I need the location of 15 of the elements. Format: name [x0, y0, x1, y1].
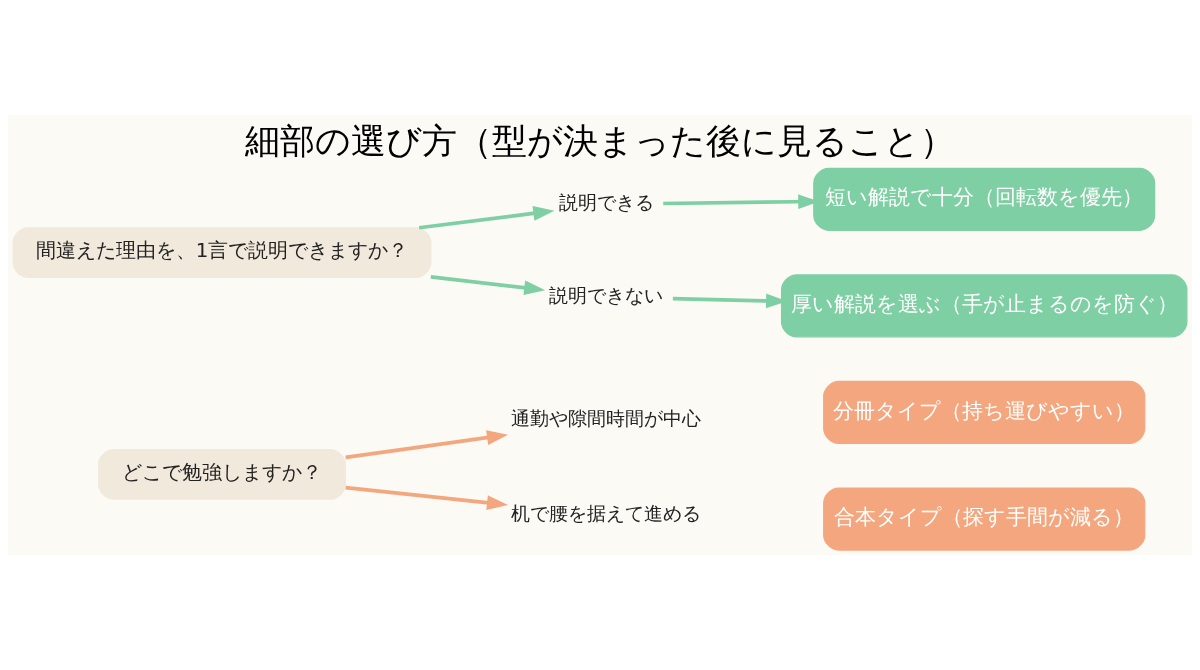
arrow: [430, 275, 546, 296]
node-box: 短い解説で十分（回転数を優先）: [813, 167, 1156, 231]
node-text: 説明できない: [549, 284, 664, 306]
node-box: 分冊タイプ（持ち運びやすい）: [823, 380, 1146, 445]
arrow: [345, 430, 509, 460]
node-text: 机で腰を据えて進める: [511, 502, 702, 524]
node-box: どこで勉強しますか？: [98, 449, 346, 500]
node-text: 説明できる: [558, 191, 654, 213]
node-box: 合本タイプ（探す手間が減る）: [823, 487, 1146, 551]
arrow: [345, 485, 509, 511]
node-box: 厚い解説を選ぶ（手が止まるのを防ぐ）: [780, 274, 1188, 338]
node-box: 間違えた理由を、1言で説明できますか？: [12, 227, 432, 278]
arrow: [418, 205, 555, 230]
node-text: 通勤や隙間時間が中心: [511, 408, 702, 430]
diagram-title: 細部の選び方（型が決まった後に見ること）: [245, 120, 955, 161]
